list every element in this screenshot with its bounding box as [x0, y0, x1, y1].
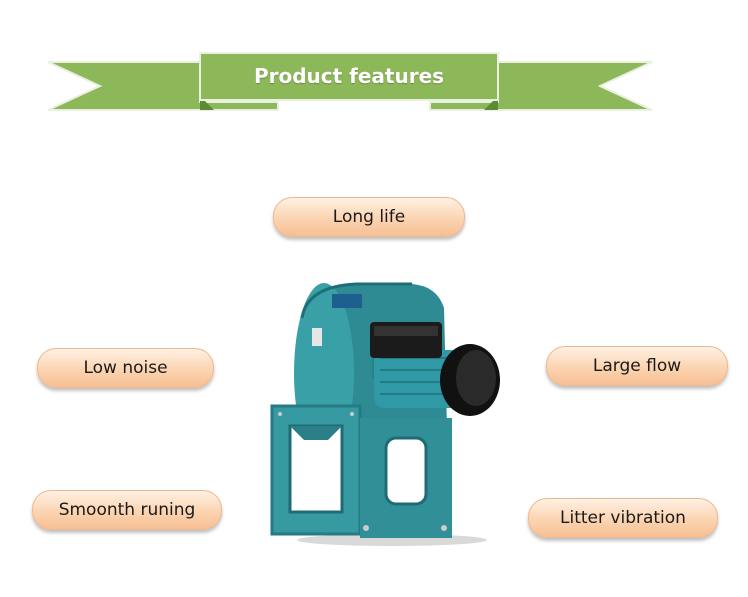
feature-litter-vibration: Litter vibration	[528, 498, 718, 538]
feature-low-noise: Low noise	[37, 348, 214, 388]
centrifugal-fan-icon	[270, 282, 500, 546]
banner-title: Product features	[253, 64, 445, 88]
ribbon-right-tail	[429, 61, 653, 111]
banner-ribbon	[47, 52, 653, 111]
ribbon-center	[199, 52, 499, 101]
feature-large-flow: Large flow	[546, 346, 728, 386]
feature-long-life: Long life	[273, 197, 465, 237]
feature-smooth-running: Smoonth runing	[32, 490, 222, 530]
